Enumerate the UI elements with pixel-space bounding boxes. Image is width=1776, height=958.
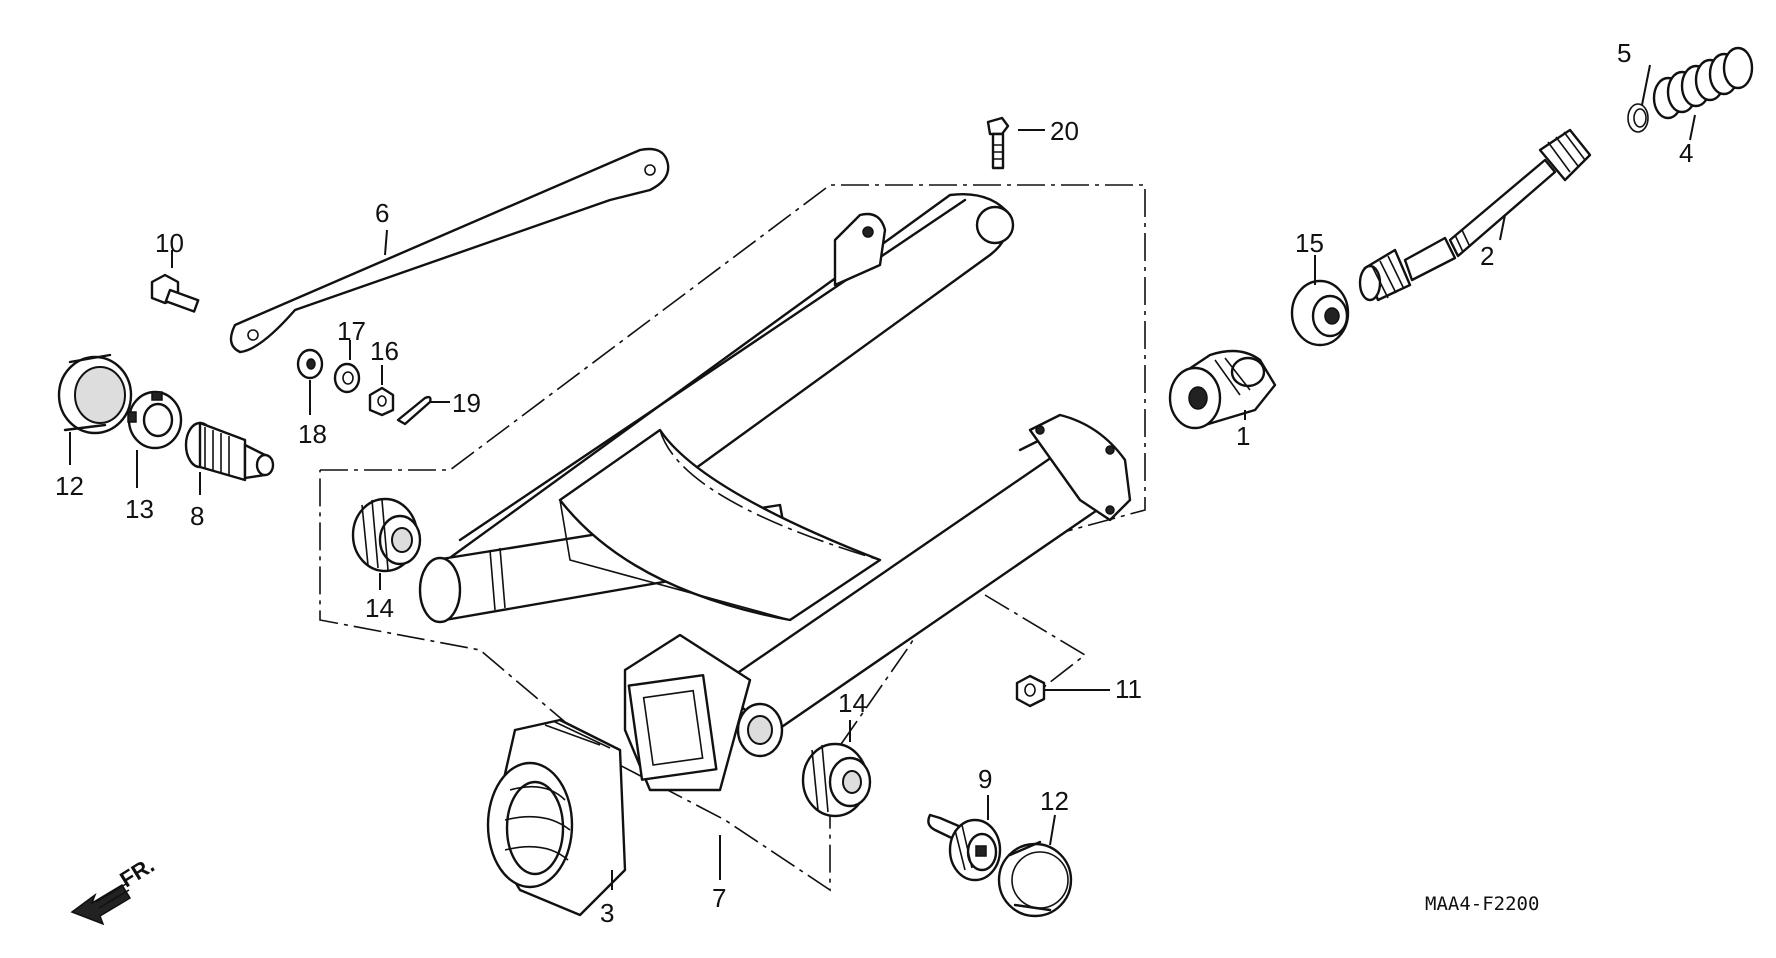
- callout-13: 13: [125, 494, 154, 524]
- locknut-13: [127, 390, 183, 450]
- circlip-5: [1627, 103, 1649, 133]
- rubber-boot-3: [486, 718, 627, 917]
- callout-4: 4: [1679, 138, 1693, 168]
- callout-20: 20: [1050, 116, 1079, 146]
- callout-14-lower: 14: [838, 688, 867, 718]
- callout-5: 5: [1617, 38, 1631, 68]
- callout-12-right: 12: [1040, 786, 1069, 816]
- callout-1: 1: [1236, 421, 1250, 451]
- callout-19: 19: [452, 388, 481, 418]
- swingarm-body: [418, 193, 1132, 792]
- bolt-20: [986, 116, 1010, 170]
- nut-11: [1015, 674, 1046, 708]
- cotter-pin-19: [396, 395, 432, 426]
- drawing-code: MAA4-F2200: [1425, 893, 1539, 915]
- callout-9: 9: [978, 764, 992, 794]
- drive-shaft-2: [1358, 128, 1592, 302]
- callout-17: 17: [337, 316, 366, 346]
- pivot-bolt-9: [927, 813, 1002, 882]
- callout-10: 10: [155, 228, 184, 258]
- callout-14-upper: 14: [365, 593, 394, 623]
- small-hardware: [296, 348, 432, 426]
- spring-4: [1652, 46, 1754, 120]
- callout-11: 11: [1115, 674, 1142, 704]
- bearing-14-lower: [801, 742, 872, 818]
- pivot-bolt-8: [184, 421, 275, 482]
- washer-17: [333, 362, 361, 394]
- torque-rod: [229, 147, 670, 354]
- callout-8: 8: [190, 501, 204, 531]
- universal-joint-1: [1168, 349, 1277, 430]
- callout-7: 7: [712, 883, 726, 913]
- callout-2: 2: [1480, 241, 1494, 271]
- nut-16: [368, 386, 395, 417]
- bearing-15: [1290, 279, 1350, 347]
- cap-12-left: [57, 353, 133, 435]
- bearing-14-upper: [351, 497, 422, 573]
- callout-18: 18: [298, 419, 327, 449]
- front-direction-arrow: FR.: [70, 852, 159, 926]
- callout-12-left: 12: [55, 471, 84, 501]
- callout-15: 15: [1295, 228, 1324, 258]
- callout-16: 16: [370, 336, 399, 366]
- bolt-10: [150, 273, 200, 313]
- callout-labels: 1 2 3 4 5 6 7 8 9 10 11 12 12 13 14 14 1…: [55, 38, 1693, 928]
- callout-6: 6: [375, 198, 389, 228]
- callout-3: 3: [600, 898, 614, 928]
- cap-12-right: [997, 840, 1073, 918]
- leader-lines: [69, 64, 1696, 890]
- assembly-boundary: [319, 184, 1146, 892]
